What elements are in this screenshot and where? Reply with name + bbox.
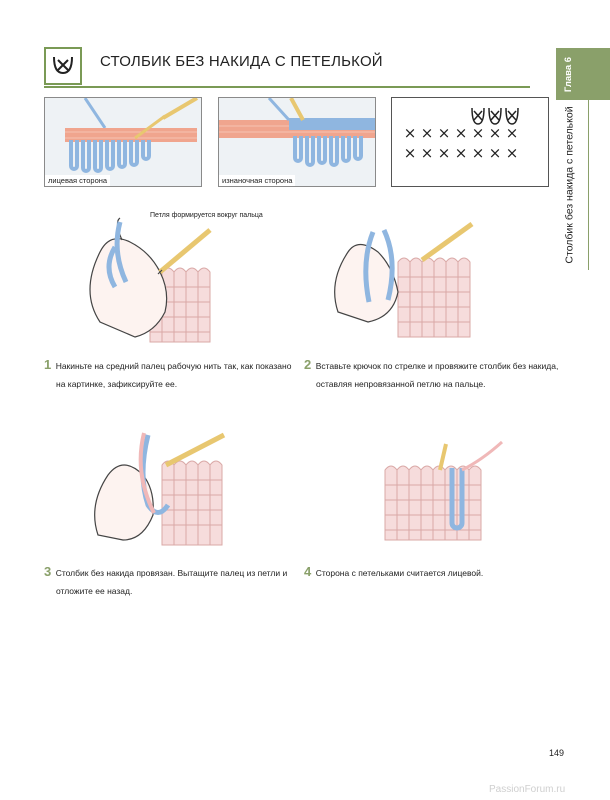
chart-sc-symbol: × xyxy=(455,124,468,142)
step-3-illustration xyxy=(94,432,226,546)
chart-sc-symbol: × xyxy=(472,144,485,162)
chart-loop-symbol xyxy=(471,107,485,125)
photo-caption-back: изнаночная сторона xyxy=(219,175,296,186)
step-4-illustration xyxy=(384,440,504,541)
step-3-line-1: Столбик без накида провязан. Вытащите па… xyxy=(55,568,288,578)
chapter-tab xyxy=(556,48,610,100)
back-side-swatch-image xyxy=(219,98,375,186)
step-2: 2 Вставьте крючок по стрелке и провяжите… xyxy=(304,356,574,392)
step-2-line-1: Вставьте крючок по стрелке и провяжите с… xyxy=(315,361,559,371)
front-side-swatch-image xyxy=(45,98,201,186)
step-1-line-1: Накиньте на средний палец рабочую нить т… xyxy=(55,361,292,371)
step-4: 4 Сторона с петельками считается лицевой… xyxy=(304,563,574,581)
page-number: 149 xyxy=(549,748,565,758)
chart-sc-symbol: × xyxy=(438,124,451,142)
step-1: 1 Накиньте на средний палец рабочую нить… xyxy=(44,356,294,392)
step-1-illustration xyxy=(89,217,212,343)
photo-front-side: лицевая сторона xyxy=(44,97,202,187)
step-3-line-2: отложите ее назад. xyxy=(56,586,133,596)
header-rule xyxy=(44,86,530,88)
chart-sc-symbol: × xyxy=(404,124,417,142)
section-label-wrap: Столбик без накида с петелькой xyxy=(558,106,582,263)
section-label: Столбик без накида с петелькой xyxy=(564,106,577,264)
chart-sc-symbol: × xyxy=(421,124,434,142)
step-4-number: 4 xyxy=(304,564,312,579)
chart-sc-symbol: × xyxy=(489,144,502,162)
chart-sc-symbol: × xyxy=(506,124,519,142)
side-divider xyxy=(588,100,589,270)
chart-loop-symbol xyxy=(505,107,519,125)
step-2-illustration xyxy=(334,222,474,338)
step-2-number: 2 xyxy=(304,357,312,372)
chart-sc-symbol: × xyxy=(404,144,417,162)
chart-svg: ×××××××××××××× xyxy=(404,107,519,162)
step-3: 3 Столбик без накида провязан. Вытащите … xyxy=(44,563,294,599)
loop-stitch-symbol xyxy=(44,47,82,85)
chapter-tab-label-wrap: Глава 6 xyxy=(556,48,582,100)
chart-sc-symbol: × xyxy=(506,144,519,162)
step-2-line-2: оставляя непровязанной петлю на пальце. xyxy=(316,379,486,389)
loop-forms-note: Петля формируется вокруг пальца xyxy=(150,212,263,219)
step-4-line-1: Сторона с петельками считается лицевой. xyxy=(315,568,484,578)
chart-sc-symbol: × xyxy=(421,144,434,162)
footer-watermark: PassionForum.ru xyxy=(489,784,566,795)
chapter-tab-label: Глава 6 xyxy=(563,56,575,92)
photo-back-side: изнаночная сторона xyxy=(218,97,376,187)
page-title: СТОЛБИК БЕЗ НАКИДА С ПЕТЕЛЬКОЙ xyxy=(100,53,383,70)
loop-stitch-symbol-icon xyxy=(53,56,73,75)
chart-sc-symbol: × xyxy=(472,124,485,142)
step-3-number: 3 xyxy=(44,564,52,579)
chart-sc-symbol: × xyxy=(489,124,502,142)
step-1-number: 1 xyxy=(44,357,52,372)
step-1-line-2: на картинке, зафиксируйте ее. xyxy=(56,379,178,389)
stitch-symbol-chart: ×××××××××××××× xyxy=(391,97,549,187)
chart-sc-symbol: × xyxy=(438,144,451,162)
chart-sc-symbol: × xyxy=(455,144,468,162)
chart-loop-symbol xyxy=(488,107,502,125)
photo-caption-front: лицевая сторона xyxy=(45,175,111,186)
